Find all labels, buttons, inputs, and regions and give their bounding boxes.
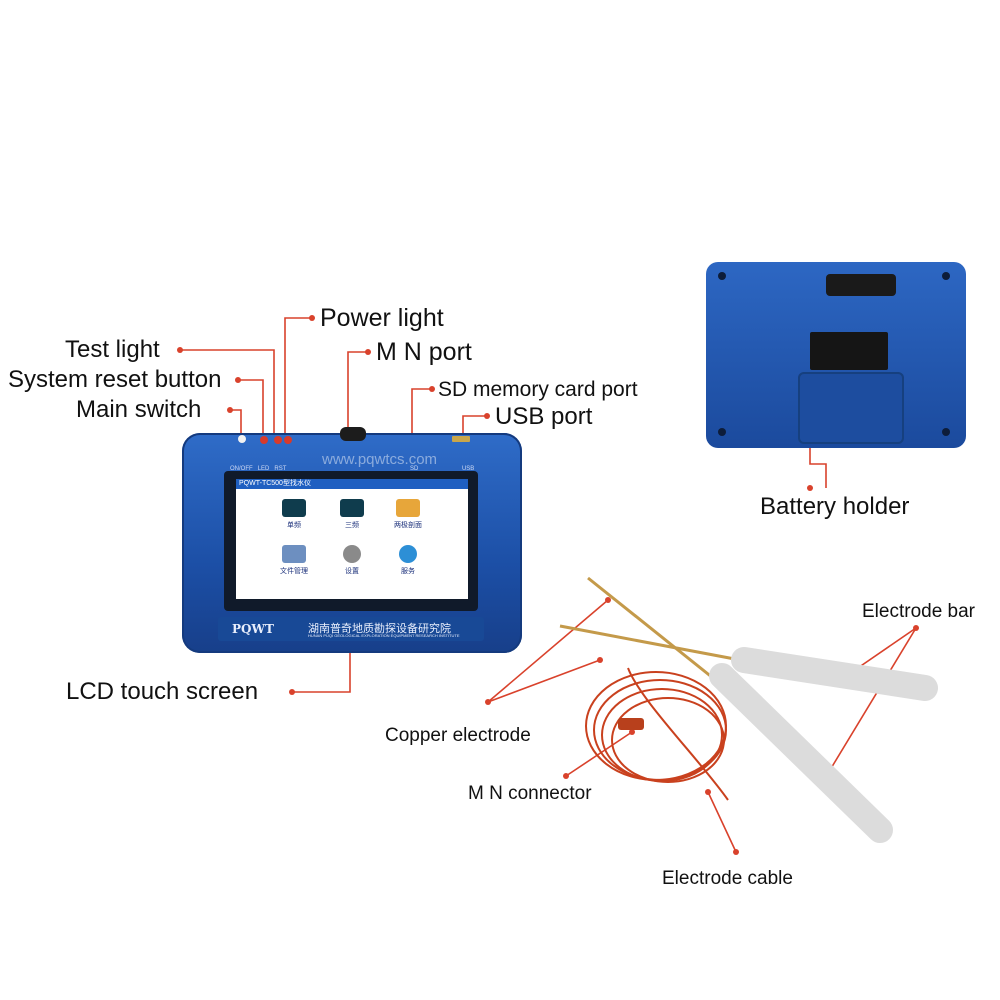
app-settings[interactable]: 设置 [332, 545, 372, 576]
lcd-screen[interactable]: PQWT-TC500型找水仪 单频 三频 两极剖面 文件管理 设置 服务 [224, 471, 478, 611]
electrode-rods [559, 576, 938, 843]
nameplate [810, 332, 888, 370]
port-labels: ON/OFF LED RST SD USB [230, 466, 475, 472]
battery-holder[interactable] [798, 372, 904, 444]
app-service[interactable]: 服务 [388, 545, 428, 576]
app-file-manager[interactable]: 文件管理 [274, 545, 314, 576]
label-mn-port: M N port [376, 338, 472, 366]
label-lcd-touch-screen: LCD touch screen [66, 678, 259, 705]
mn-connector-plug [618, 718, 644, 730]
test-light [274, 436, 282, 444]
app-single-freq[interactable]: 单频 [274, 499, 314, 530]
label-sd-memory-card-port: SD memory card port [438, 378, 638, 401]
brand-logo: PQWT [232, 622, 274, 636]
app-tri-freq[interactable]: 三频 [332, 499, 372, 530]
label-test-light: Test light [65, 336, 160, 363]
label-usb-port: USB port [495, 403, 593, 430]
label-system-reset-button: System reset button [8, 366, 222, 393]
front-device: ON/OFF LED RST SD USB www.pqwtcs.com PQW… [182, 427, 522, 653]
main-switch-button[interactable] [238, 435, 246, 443]
label-electrode-bar: Electrode bar [862, 601, 976, 622]
app-profile[interactable]: 两极剖面 [388, 499, 428, 530]
label-copper-electrode: Copper electrode [385, 725, 531, 746]
electrode-cable-coil [585, 667, 729, 801]
power-light [284, 436, 292, 444]
watermark: www.pqwtcs.com [322, 451, 438, 468]
reset-button[interactable] [260, 436, 268, 444]
usb-port[interactable] [452, 436, 470, 442]
brand-en: HUNAN PUQI GEOLOGICAL EXPLORATION EQUIPM… [308, 633, 460, 638]
brand-cn: 湖南普奇地质勘探设备研究院 [308, 623, 451, 635]
label-mn-connector: M N connector [468, 783, 592, 804]
label-electrode-cable: Electrode cable [662, 868, 793, 889]
mn-port[interactable] [340, 427, 366, 441]
label-power-light: Power light [320, 304, 444, 332]
back-device [706, 262, 966, 448]
back-knob [826, 274, 896, 296]
brand-bar: PQWT 湖南普奇地质勘探设备研究院 HUNAN PUQI GEOLOGICAL… [218, 617, 484, 641]
label-battery-holder: Battery holder [760, 493, 910, 520]
label-main-switch: Main switch [76, 396, 202, 423]
screen-title: PQWT-TC500型找水仪 [236, 479, 468, 489]
